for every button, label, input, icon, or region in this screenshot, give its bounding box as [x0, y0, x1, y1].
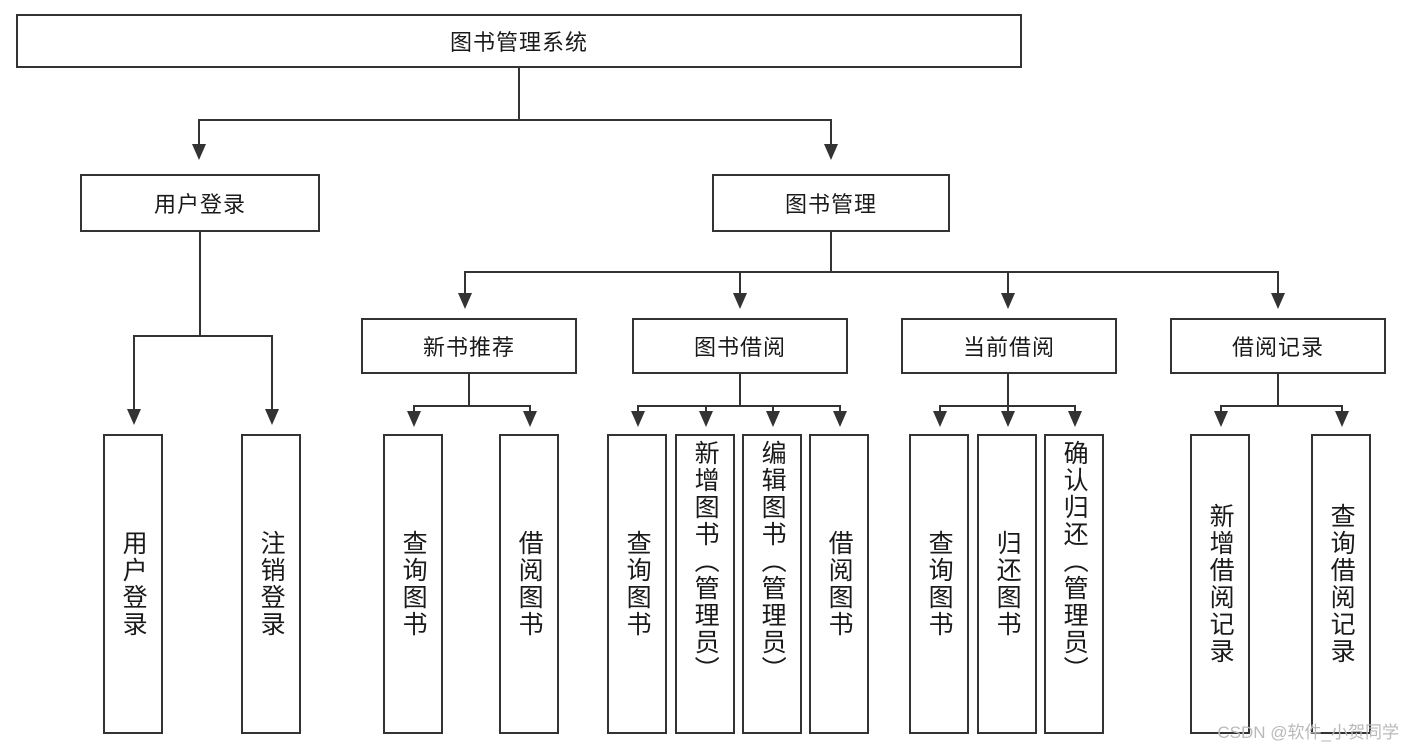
node-label: 借阅记录 — [1231, 335, 1324, 360]
node-label: 新增借阅记录 — [1206, 503, 1235, 665]
node-label: 用户登录 — [153, 192, 246, 217]
arrow-to-leaf-query-book-3 — [933, 411, 947, 427]
edge-borrowrecord-stem — [1277, 374, 1279, 406]
arrow-to-leaf-query-book-2 — [631, 411, 645, 427]
arrow-to-new-book — [458, 293, 472, 309]
node-label: 查询图书 — [925, 530, 954, 638]
arrow-to-leaf-query-book-1 — [407, 411, 421, 427]
node-user-login[interactable]: 用户登录 — [80, 174, 320, 232]
edge-currentborrow-drop-1 — [939, 405, 941, 413]
node-label: 借阅图书 — [825, 530, 854, 638]
edge-root-to-user-login — [198, 119, 200, 147]
leaf-borrow-book-newbook[interactable]: 借阅图书 — [499, 434, 559, 734]
edge-newbook-drop-1 — [413, 405, 415, 413]
node-new-book-recommend[interactable]: 新书推荐 — [361, 318, 577, 374]
leaf-return-book[interactable]: 归还图书 — [977, 434, 1037, 734]
arrow-to-current-borrow — [1001, 293, 1015, 309]
leaf-user-login[interactable]: 用户登录 — [103, 434, 163, 734]
edge-userlogin-drop-2 — [271, 335, 273, 411]
leaf-confirm-return-admin[interactable]: 确认归还（管理员） — [1044, 434, 1104, 734]
leaf-query-book-borrow[interactable]: 查询图书 — [607, 434, 667, 734]
leaf-query-borrow-record[interactable]: 查询借阅记录 — [1311, 434, 1371, 734]
node-label: 确认归还（管理员） — [1060, 440, 1089, 683]
edge-bookborrow-drop-1 — [637, 405, 639, 413]
node-label: 图书借阅 — [693, 335, 786, 360]
edge-userlogin-drop-1 — [133, 335, 135, 411]
arrow-to-leaf-query-record — [1335, 411, 1349, 427]
edge-newbook-bus — [413, 405, 531, 407]
edge-root-to-book-mgmt — [830, 119, 832, 147]
node-label: 新增图书（管理员） — [691, 440, 720, 683]
edge-bookborrow-stem — [739, 374, 741, 406]
node-label: 编辑图书（管理员） — [758, 440, 787, 683]
edge-newbook-drop-2 — [529, 405, 531, 413]
arrow-to-book-mgmt — [824, 144, 838, 160]
node-label: 图书管理 — [784, 192, 877, 217]
edge-bookmgmt-bus — [464, 271, 1277, 273]
node-label: 当前借阅 — [962, 335, 1055, 360]
edge-bookborrow-drop-3 — [772, 405, 774, 413]
leaf-query-book-newbook[interactable]: 查询图书 — [383, 434, 443, 734]
node-label: 用户登录 — [119, 530, 148, 638]
arrow-to-user-login — [192, 144, 206, 160]
edge-borrowrecord-drop-1 — [1220, 405, 1222, 413]
leaf-add-book-admin[interactable]: 新增图书（管理员） — [675, 434, 735, 734]
arrow-to-borrow-record — [1271, 293, 1285, 309]
edge-borrowrecord-drop-2 — [1341, 405, 1343, 413]
edge-bookmgmt-drop-4 — [1277, 271, 1279, 295]
node-label: 查询图书 — [623, 530, 652, 638]
node-label: 新书推荐 — [422, 335, 515, 360]
node-book-borrow[interactable]: 图书借阅 — [632, 318, 848, 374]
arrow-to-leaf-logout — [265, 409, 279, 425]
edge-root-bus — [198, 119, 832, 121]
leaf-add-borrow-record[interactable]: 新增借阅记录 — [1190, 434, 1250, 734]
leaf-query-book-current[interactable]: 查询图书 — [909, 434, 969, 734]
arrow-to-leaf-add-record — [1214, 411, 1228, 427]
edge-borrowrecord-bus — [1220, 405, 1343, 407]
arrow-to-leaf-confirm-return — [1068, 411, 1082, 427]
edge-currentborrow-drop-2 — [1007, 405, 1009, 413]
node-label: 图书管理系统 — [449, 30, 588, 55]
arrow-to-leaf-borrow-book-1 — [523, 411, 537, 427]
leaf-logout[interactable]: 注销登录 — [241, 434, 301, 734]
arrow-to-leaf-return-book — [1001, 411, 1015, 427]
node-label: 借阅图书 — [515, 530, 544, 638]
node-current-borrow[interactable]: 当前借阅 — [901, 318, 1117, 374]
leaf-edit-book-admin[interactable]: 编辑图书（管理员） — [742, 434, 802, 734]
node-label: 注销登录 — [257, 530, 286, 638]
arrow-to-leaf-user-login — [127, 409, 141, 425]
edge-bookborrow-drop-4 — [839, 405, 841, 413]
edge-bookmgmt-stem — [830, 232, 832, 272]
edge-bookmgmt-drop-1 — [464, 271, 466, 295]
arrow-to-leaf-edit-book — [766, 411, 780, 427]
edge-userlogin-bus — [133, 335, 272, 337]
edge-bookmgmt-drop-2 — [739, 271, 741, 295]
arrow-to-leaf-add-book — [699, 411, 713, 427]
edge-bookborrow-bus — [637, 405, 840, 407]
edge-bookborrow-drop-2 — [705, 405, 707, 413]
arrow-to-leaf-borrow-book-2 — [833, 411, 847, 427]
edge-currentborrow-drop-3 — [1074, 405, 1076, 413]
edge-currentborrow-stem — [1007, 374, 1009, 406]
edge-root-stem — [518, 68, 520, 120]
node-label: 查询图书 — [399, 530, 428, 638]
node-root-system[interactable]: 图书管理系统 — [16, 14, 1022, 68]
node-book-management[interactable]: 图书管理 — [712, 174, 950, 232]
edge-userlogin-stem — [199, 232, 201, 336]
node-borrow-record[interactable]: 借阅记录 — [1170, 318, 1386, 374]
leaf-borrow-book[interactable]: 借阅图书 — [809, 434, 869, 734]
node-label: 查询借阅记录 — [1327, 503, 1356, 665]
node-label: 归还图书 — [993, 530, 1022, 638]
arrow-to-borrow-book — [733, 293, 747, 309]
edge-newbook-stem — [468, 374, 470, 406]
edge-bookmgmt-drop-3 — [1007, 271, 1009, 295]
